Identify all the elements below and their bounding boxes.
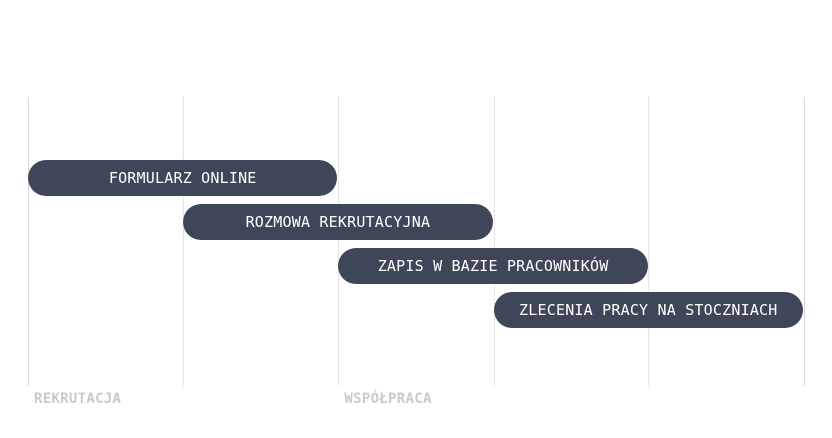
phase-label-recruitment: REKRUTACJA: [34, 391, 122, 407]
task-bar-online-form: FORMULARZ ONLINE: [28, 160, 338, 196]
task-bar-employee-database: ZAPIS W BAZIE PRACOWNIKÓW: [338, 248, 648, 284]
timeline-gridline-2: [338, 97, 339, 386]
task-bar-recruitment-interview: ROZMOWA REKRUTACYJNA: [183, 204, 493, 240]
timeline-gridline-3: [494, 97, 495, 386]
timeline-gridline-4: [648, 97, 649, 386]
timeline-gridline-1: [183, 97, 184, 386]
phase-label-cooperation: WSPÓŁPRACA: [344, 391, 432, 407]
timeline-gridline-5: [804, 97, 805, 386]
task-bar-shipyard-work-orders: ZLECENIA PRACY NA STOCZNIACH: [493, 292, 803, 328]
timeline-gridline-0: [28, 97, 29, 386]
